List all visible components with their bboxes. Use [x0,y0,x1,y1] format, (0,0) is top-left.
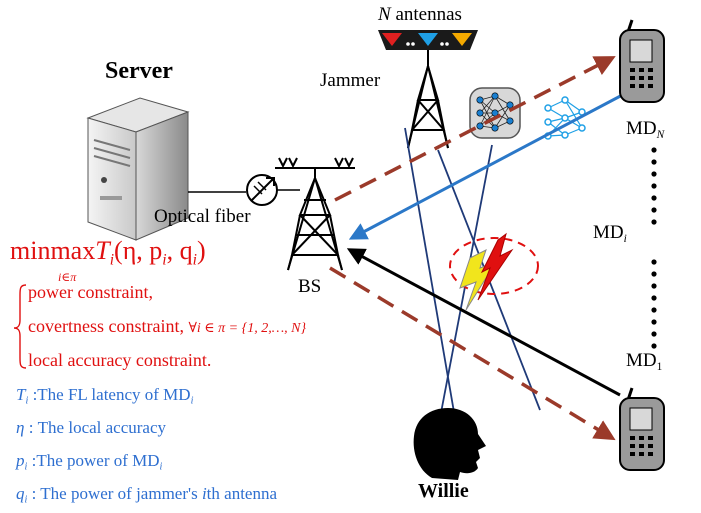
jammer-tower-icon [407,62,449,149]
md-1-base: MD [626,350,657,371]
constraint-covertness-set: ∀i ∈ π = {1, 2,…, N} [188,321,307,336]
server-label: Server [105,58,173,84]
legend-latency-sym: T [16,385,26,404]
legend-accuracy: η : The local accuracy [16,418,166,438]
objective-under: i∈π [58,270,77,284]
uplink-arrow-md-n [348,90,629,240]
md-1-sub: 1 [656,360,663,373]
phone-icon [619,387,665,471]
neural-net-icon [469,87,521,139]
objective-fn-sub: i [109,251,115,269]
objective-args: (η, p [114,236,163,265]
constraint-local-accuracy: local accuracy constraint. [28,350,212,370]
jammer-label: Jammer [320,70,381,91]
md-dots [651,147,657,349]
server-icon [86,97,190,241]
objective-args-mid: , q [166,236,193,265]
legend-jammer-power: qi : The power of jammer's ith antenna [16,484,277,506]
legend-power-sym-sub: i [24,461,28,473]
constraint-brace [13,284,27,369]
bs-label: BS [298,276,322,297]
jammer-antenna-icon [378,30,478,66]
legend-jammer-tail: th antenna [206,484,278,503]
objective-op: minmax [10,236,96,265]
legend-power-desc: :The power of MD [27,451,160,470]
objective-args-sub1: i [162,251,167,269]
objective-args-end: ) [196,236,206,265]
willie-eavesdrop-line [404,127,456,419]
legend-power-sym: p [16,451,25,470]
downlink-arrow-md-n [334,56,616,202]
md-n-label: MDN [626,118,664,141]
lightning-icon [459,232,514,311]
phone-icon [619,19,665,103]
legend-latency-desc-sub: i [190,395,194,407]
legend-jammer-sym-sub: i [24,494,28,506]
antennas-n: N [378,4,391,25]
legend-latency-desc: :The FL latency of MD [28,385,191,404]
legend-jammer-tail-italic: i [201,484,207,503]
md-n-sub: N [656,128,665,141]
constraint-covertness: covertness constraint, ∀i ∈ π = {1, 2,…,… [28,316,306,337]
md-1-label: MD1 [626,350,662,373]
legend-jammer-sym: q [16,484,25,503]
legend-latency-sym-sub: i [25,395,29,407]
md-i-label: MDi [593,222,627,245]
legend-latency: Ti :The FL latency of MDi [16,385,193,407]
objective-fn: T [95,236,110,265]
legend-accuracy-sym: η [16,418,25,437]
md-i-base: MD [593,222,624,243]
downlink-arrow-md-1 [329,266,616,441]
willie-label: Willie [418,480,469,502]
objective-formula: minmaxTi(η, pi, qi) [10,236,206,269]
constraint-power: power constraint, [28,282,153,302]
antennas-word: antennas [395,4,462,25]
tower-icon [275,157,355,271]
optical-fiber-label: Optical fiber [154,206,251,227]
legend-power: pi :The power of MDi [16,451,162,473]
willie-head-icon [413,408,486,480]
antennas-label: N antennas [378,4,462,26]
uplink-arrow-md-1 [346,248,621,397]
md-i-sub: i [623,232,627,245]
constraint-covertness-text: covertness constraint, [28,316,189,336]
md-n-base: MD [626,118,657,139]
interception-ellipse [449,237,539,295]
legend-power-desc-sub: i [159,461,163,473]
objective-args-sub2: i [192,251,197,269]
legend-accuracy-desc: : The local accuracy [24,418,167,437]
optical-fiber-icon [246,174,278,206]
legend-jammer-desc: : The power of jammer's [27,484,202,503]
